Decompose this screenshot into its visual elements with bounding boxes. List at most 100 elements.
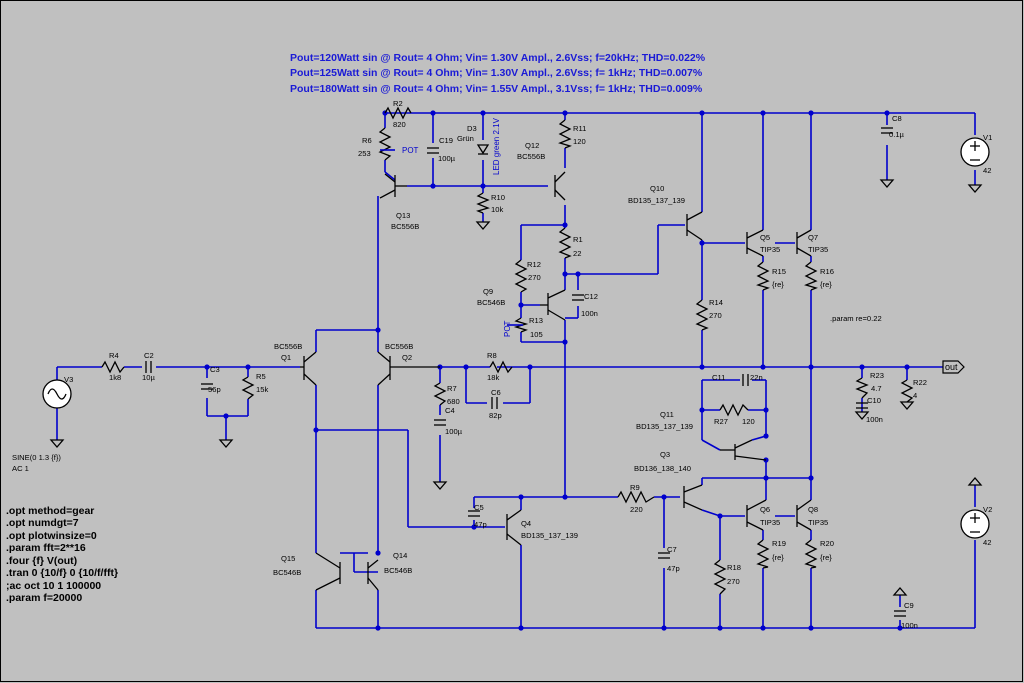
q14-value: BC546B bbox=[384, 566, 412, 575]
c6-name: C6 bbox=[491, 388, 501, 397]
c9-name: C9 bbox=[904, 601, 914, 610]
r13-name: R13 bbox=[529, 316, 543, 325]
led-labels: D3 Grün LED green 2.1V bbox=[457, 117, 501, 175]
c5-value: 47p bbox=[474, 520, 487, 529]
r11-value: 120 bbox=[573, 137, 586, 146]
q15-value: BC546B bbox=[273, 568, 301, 577]
c10-name: C10 bbox=[867, 396, 881, 405]
param-re: .param re=0.22 bbox=[830, 314, 882, 323]
capacitor-symbols bbox=[145, 127, 906, 617]
q1-value: BC556B bbox=[274, 342, 302, 351]
r4-name: R4 bbox=[109, 351, 119, 360]
c8-name: C8 bbox=[892, 114, 902, 123]
led-d3-symbol bbox=[476, 144, 490, 155]
svg-text:out: out bbox=[945, 362, 958, 372]
result-line-3: Pout=180Watt sin @ Rout= 4 Ohm; Vin= 1.5… bbox=[290, 83, 703, 95]
directive: ;ac oct 10 1 100000 bbox=[6, 580, 101, 592]
pot-label-r6: POT bbox=[402, 146, 419, 155]
directive: .opt plotwinsize=0 bbox=[6, 530, 97, 542]
c12-value: 100n bbox=[581, 309, 598, 318]
r18-value: 270 bbox=[727, 577, 740, 586]
r15-value: {re} bbox=[772, 280, 784, 289]
r9-value: 220 bbox=[630, 505, 643, 514]
v2-value: 42 bbox=[983, 538, 991, 547]
c9-value: 100n bbox=[901, 621, 918, 630]
q6-name: Q6 bbox=[760, 505, 770, 514]
c19-value: 100µ bbox=[438, 154, 456, 163]
q3-name: Q3 bbox=[660, 450, 670, 459]
q11-name: Q11 bbox=[660, 410, 674, 419]
r9-name: R9 bbox=[630, 483, 640, 492]
output-port: out bbox=[942, 360, 965, 374]
r1-value: 22 bbox=[573, 249, 581, 258]
r7-value: 680 bbox=[447, 397, 460, 406]
spice-directives: .opt method=gear .opt numdgt=7 .opt plot… bbox=[6, 505, 118, 604]
r6-value: 253 bbox=[358, 149, 371, 158]
q5-name: Q5 bbox=[760, 233, 770, 242]
directive: .param fft=2**16 bbox=[6, 542, 86, 554]
c12-name: C12 bbox=[584, 292, 598, 301]
voltage-source-v3 bbox=[42, 379, 72, 409]
directive: .opt numdgt=7 bbox=[6, 517, 79, 529]
d3-name: D3 bbox=[467, 124, 477, 133]
directive: .tran 0 {10/f} 0 {10/f/fft} bbox=[6, 567, 118, 579]
directive: .param f=20000 bbox=[6, 592, 82, 604]
c10-value: 100n bbox=[866, 415, 883, 424]
c19-name: C19 bbox=[439, 136, 453, 145]
directive: .opt method=gear bbox=[6, 505, 94, 517]
r5-name: R5 bbox=[256, 372, 266, 381]
r6-name: R6 bbox=[362, 136, 372, 145]
r19-value: {re} bbox=[772, 553, 784, 562]
voltage-source-v1 bbox=[960, 137, 990, 167]
q5-value: TIP35 bbox=[760, 245, 780, 254]
v3-sine: SINE(0 1.3 {f}) bbox=[12, 453, 61, 462]
q4-value: BD135_137_139 bbox=[521, 531, 578, 540]
q2-value: BC556B bbox=[385, 342, 413, 351]
r2-value: 820 bbox=[393, 120, 406, 129]
r16-value: {re} bbox=[820, 280, 832, 289]
c2-value: 10µ bbox=[142, 373, 155, 382]
q13-value: BC556B bbox=[391, 222, 419, 231]
r15-name: R15 bbox=[772, 267, 786, 276]
q8-value: TIP35 bbox=[808, 518, 828, 527]
r11-name: R11 bbox=[573, 124, 586, 133]
r12-name: R12 bbox=[527, 260, 541, 269]
r10-name: R10 bbox=[491, 193, 505, 202]
c3-name: C3 bbox=[210, 365, 220, 374]
q8-name: Q8 bbox=[808, 505, 818, 514]
wires bbox=[56, 112, 976, 629]
r22-value: 4 bbox=[913, 391, 917, 400]
r7-name: R7 bbox=[447, 384, 457, 393]
r8-value: 18k bbox=[487, 373, 499, 382]
v2-name: V2 bbox=[983, 505, 992, 514]
r12-value: 270 bbox=[528, 273, 541, 282]
transistor-symbols bbox=[300, 171, 812, 591]
c2-name: C2 bbox=[144, 351, 154, 360]
ground-symbols bbox=[49, 179, 983, 596]
r20-name: R20 bbox=[820, 539, 834, 548]
r13-value: 105 bbox=[530, 330, 543, 339]
q9-name: Q9 bbox=[483, 287, 493, 296]
result-line-2: Pout=125Watt sin @ Rout= 4 Ohm; Vin= 1.3… bbox=[290, 67, 703, 79]
r27-value: 120 bbox=[742, 417, 755, 426]
c7-name: C7 bbox=[667, 545, 677, 554]
v3-ac: AC 1 bbox=[12, 464, 29, 473]
r14-name: R14 bbox=[709, 298, 723, 307]
q9-value: BC546B bbox=[477, 298, 505, 307]
c4-value: 100µ bbox=[445, 427, 463, 436]
c11-value: 22n bbox=[750, 373, 763, 382]
v3-name: V3 bbox=[64, 375, 73, 384]
q7-value: TIP35 bbox=[808, 245, 828, 254]
directive: .four {f} V(out) bbox=[6, 555, 77, 567]
c4-name: C4 bbox=[445, 406, 455, 415]
r1-name: R1 bbox=[573, 235, 583, 244]
r27-name: R27 bbox=[714, 417, 728, 426]
q1-name: Q1 bbox=[281, 353, 291, 362]
q10-value: BD135_137_139 bbox=[628, 196, 685, 205]
c8-value: 0.1µ bbox=[889, 130, 905, 139]
capacitor-labels: C19 100µ C8 0.1µ C12 100n C2 10µ C3 56p … bbox=[142, 114, 918, 630]
q12-value: BC556B bbox=[517, 152, 545, 161]
q11-value: BD135_137_139 bbox=[636, 422, 693, 431]
